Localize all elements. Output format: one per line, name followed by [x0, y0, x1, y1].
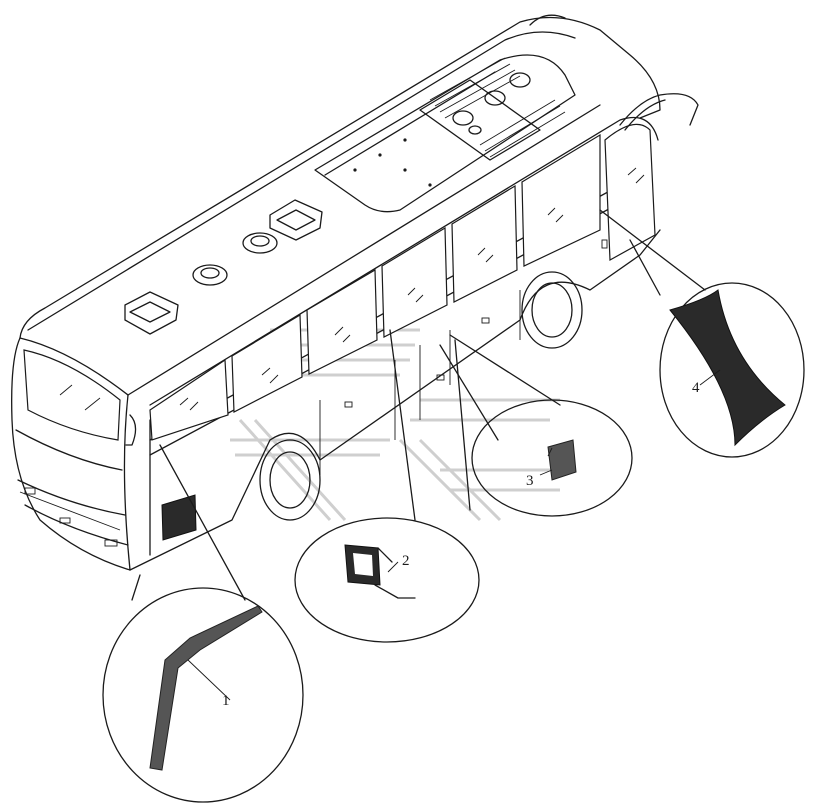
- callout-2-label: 2: [402, 553, 410, 569]
- roof-equipment: [124, 14, 699, 335]
- callout-1: 1: [102, 444, 304, 803]
- bus-body: [11, 16, 661, 571]
- part-2-bracket: [344, 544, 416, 599]
- callout-1-label: 1: [222, 693, 230, 709]
- callout-3-label: 3: [526, 473, 534, 489]
- part-4-pillar-trim: [669, 289, 786, 447]
- callout-4: 4: [599, 209, 805, 458]
- part-1-trim-strip: [149, 605, 263, 771]
- callout-4-label: 4: [692, 380, 700, 396]
- callout-2: 2: [294, 329, 480, 643]
- callout-3: 3: [439, 334, 633, 517]
- part-3-cover: [547, 439, 577, 481]
